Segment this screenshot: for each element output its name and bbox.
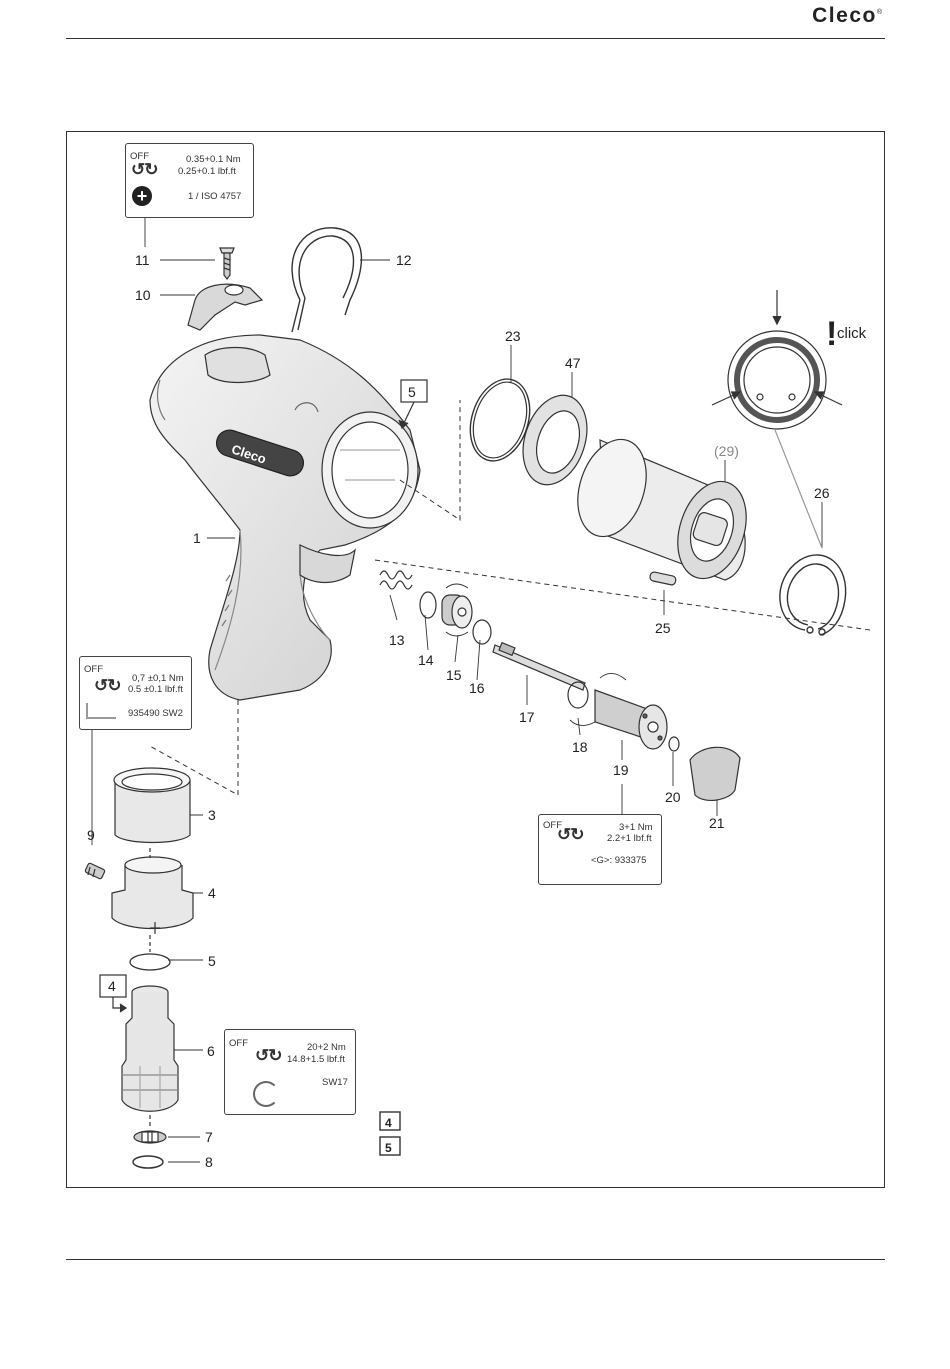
hanger-12 — [292, 228, 361, 332]
spring-13 — [380, 571, 412, 589]
label-9: 9 — [87, 827, 95, 843]
label-18: 18 — [572, 739, 588, 755]
circlip-26 — [780, 555, 846, 635]
spec-box-housing: OFF ↺↻ 20+2 Nm 14.8+1.5 lbf.ft SW17 — [224, 1029, 356, 1115]
grease-spec: <G>: 933375 — [591, 855, 646, 866]
label-7: 7 — [205, 1129, 213, 1145]
oring-14 — [420, 592, 436, 618]
rotate-icon: ↺↻ — [131, 160, 158, 180]
cap-21 — [690, 747, 740, 800]
nut-7 — [134, 1131, 166, 1143]
shaft-17 — [493, 643, 585, 690]
collar-4 — [112, 857, 193, 934]
label-8: 8 — [205, 1154, 213, 1170]
legend-5-label: 5 — [385, 1141, 392, 1155]
setscrew-9 — [85, 863, 106, 880]
hex-key-icon — [86, 703, 116, 719]
torque-lbf: 14.8+1.5 lbf.ft — [287, 1054, 345, 1065]
label-21: 21 — [709, 815, 725, 831]
screw-11 — [220, 248, 234, 279]
click-mark: ! — [826, 315, 837, 353]
click-label: click — [837, 325, 867, 342]
tool-spec: 935490 SW2 — [128, 708, 183, 719]
label-47: 47 — [565, 355, 581, 371]
off-label: OFF — [84, 664, 103, 675]
legend-4-label: 4 — [385, 1116, 392, 1130]
pin-25 — [649, 571, 676, 585]
tool-spec: 1 / ISO 4757 — [188, 191, 241, 202]
spec-box-setscrew: OFF ↺↻ 0,7 ±0,1 Nm 0.5 ±0.1 lbf.ft 93549… — [79, 656, 192, 730]
wrench-icon — [253, 1081, 279, 1107]
ring-20 — [669, 737, 679, 751]
label-17: 17 — [519, 709, 535, 725]
label-3: 3 — [208, 807, 216, 823]
label-13: 13 — [389, 632, 405, 648]
label-11: 11 — [135, 252, 150, 268]
circlip-8 — [133, 1156, 163, 1168]
tool-housing: Cleco — [148, 335, 870, 795]
torque-nm: 0,7 ±0,1 Nm — [132, 673, 184, 684]
label-5: 5 — [208, 953, 216, 969]
label-4: 4 — [208, 885, 216, 901]
footer-rule — [66, 1259, 885, 1260]
label-6: 6 — [207, 1043, 215, 1059]
tool-spec: SW17 — [322, 1077, 348, 1088]
rotate-icon: ↺↻ — [94, 676, 121, 696]
torque-lbf: 0.5 ±0.1 lbf.ft — [128, 684, 183, 695]
label-26: 26 — [814, 485, 830, 501]
torque-lbf: 2.2+1 lbf.ft — [607, 833, 652, 844]
label-19: 19 — [613, 762, 629, 778]
sleeve-3 — [114, 768, 190, 843]
label-29: (29) — [714, 443, 739, 459]
torque-lbf: 0.25+0.1 lbf.ft — [178, 166, 236, 177]
label-16: 16 — [469, 680, 485, 696]
torque-nm: 0.35+0.1 Nm — [186, 154, 241, 165]
valve-15 — [442, 584, 472, 636]
label-1: 1 — [193, 530, 201, 546]
off-label: OFF — [229, 1038, 248, 1049]
rotate-icon: ↺↻ — [255, 1046, 282, 1066]
clip-10 — [188, 284, 262, 330]
ref-box-4-label: 4 — [108, 978, 116, 994]
label-15: 15 — [446, 667, 462, 683]
ref-box-5-label: 5 — [408, 384, 416, 400]
ring-16 — [473, 620, 491, 644]
rotate-icon: ↺↻ — [557, 825, 584, 845]
phillips-icon: + — [132, 186, 152, 206]
spec-box-cylinder: OFF ↺↻ 3+1 Nm 2.2+1 lbf.ft <G>: 933375 — [538, 814, 662, 885]
label-12: 12 — [396, 252, 412, 268]
label-25: 25 — [655, 620, 671, 636]
label-10: 10 — [135, 287, 151, 303]
label-20: 20 — [665, 789, 681, 805]
label-14: 14 — [418, 652, 434, 668]
spec-box-screw: OFF ↺↻ 0.35+0.1 Nm 0.25+0.1 lbf.ft + 1 /… — [125, 143, 254, 218]
label-23: 23 — [505, 328, 521, 344]
oring-5 — [130, 954, 170, 970]
motor-housing-6 — [122, 986, 178, 1111]
torque-nm: 3+1 Nm — [619, 822, 653, 833]
torque-nm: 20+2 Nm — [307, 1042, 346, 1053]
